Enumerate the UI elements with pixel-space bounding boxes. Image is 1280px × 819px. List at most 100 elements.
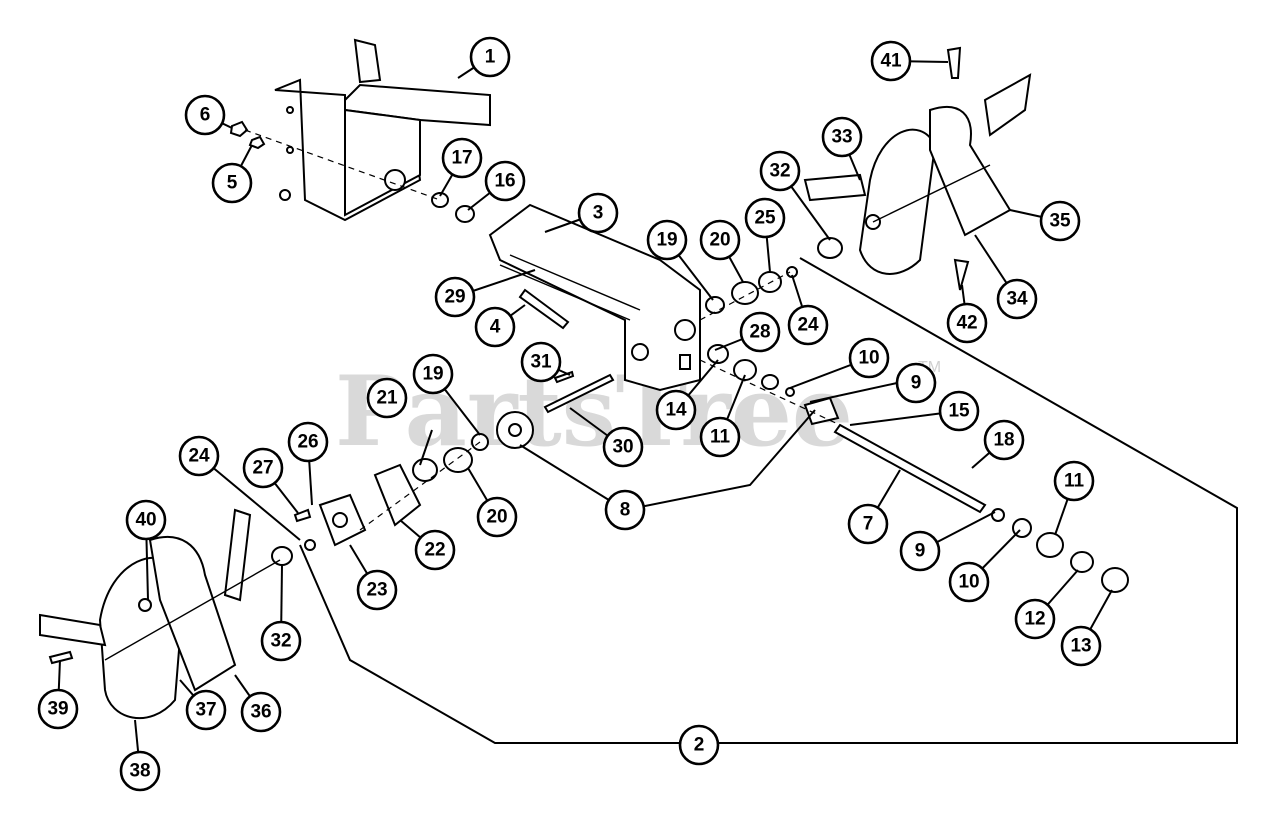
callout-29[interactable]: 29: [434, 276, 476, 318]
callout-9-lower[interactable]: 9: [899, 530, 941, 572]
bushing-drawings: [431, 192, 475, 223]
shaft-30-drawing: [543, 373, 615, 414]
svg-text:24: 24: [797, 315, 819, 336]
svg-text:7: 7: [863, 514, 874, 535]
callout-11-lower[interactable]: 11: [1053, 460, 1095, 502]
svg-text:21: 21: [376, 388, 398, 409]
callout-18[interactable]: 18: [983, 419, 1025, 461]
left-bearing-drawings: [318, 433, 489, 547]
callout-9-upper[interactable]: 9: [895, 362, 937, 404]
callout-26[interactable]: 26: [287, 421, 329, 463]
svg-text:17: 17: [451, 148, 472, 169]
svg-text:6: 6: [200, 105, 211, 126]
svg-text:32: 32: [270, 631, 291, 652]
callout-38[interactable]: 38: [119, 750, 161, 792]
callout-12[interactable]: 12: [1014, 598, 1056, 640]
end-bearing-drawings: [991, 508, 1129, 593]
nut-drawings: [229, 120, 266, 150]
svg-text:19: 19: [422, 364, 443, 385]
svg-text:35: 35: [1049, 211, 1071, 232]
svg-text:30: 30: [612, 437, 633, 458]
callout-28[interactable]: 28: [739, 311, 781, 353]
callout-20-left[interactable]: 20: [476, 496, 518, 538]
svg-text:20: 20: [709, 230, 730, 251]
svg-text:36: 36: [250, 702, 271, 723]
svg-text:23: 23: [366, 580, 387, 601]
svg-text:29: 29: [444, 287, 465, 308]
callout-41[interactable]: 41: [870, 40, 912, 82]
svg-text:9: 9: [915, 541, 926, 562]
callout-39[interactable]: 39: [37, 688, 79, 730]
callout-1[interactable]: 1: [469, 36, 511, 78]
callout-10-lower[interactable]: 10: [948, 561, 990, 603]
callout-10-upper[interactable]: 10: [848, 337, 890, 379]
part-drawings: [39, 38, 1129, 719]
svg-text:32: 32: [769, 161, 790, 182]
svg-text:15: 15: [948, 401, 970, 422]
callout-15[interactable]: 15: [938, 390, 980, 432]
callout-17[interactable]: 17: [441, 137, 483, 179]
svg-text:31: 31: [530, 352, 552, 373]
callout-19-left[interactable]: 19: [412, 353, 454, 395]
callout-23[interactable]: 23: [356, 569, 398, 611]
frame-bracket-drawing: [274, 38, 491, 222]
callout-20-right[interactable]: 20: [699, 219, 741, 261]
callout-3[interactable]: 3: [577, 192, 619, 234]
assembly-lines: [244, 129, 841, 531]
callout-16[interactable]: 16: [484, 160, 526, 202]
svg-text:10: 10: [958, 572, 979, 593]
svg-text:3: 3: [593, 203, 604, 224]
callout-27[interactable]: 27: [242, 447, 284, 489]
svg-text:24: 24: [188, 446, 210, 467]
callout-11-upper[interactable]: 11: [699, 416, 741, 458]
svg-text:2: 2: [694, 735, 705, 756]
svg-text:8: 8: [620, 500, 631, 521]
svg-text:42: 42: [956, 313, 977, 334]
svg-text:4: 4: [490, 317, 501, 338]
svg-text:26: 26: [297, 432, 318, 453]
callout-33[interactable]: 33: [821, 116, 863, 158]
callout-6[interactable]: 6: [184, 94, 226, 136]
callout-37[interactable]: 37: [185, 689, 227, 731]
callout-7[interactable]: 7: [847, 503, 889, 545]
callout-14[interactable]: 14: [655, 389, 697, 431]
callout-5[interactable]: 5: [211, 162, 253, 204]
svg-text:5: 5: [227, 173, 238, 194]
callout-42[interactable]: 42: [946, 302, 988, 344]
svg-text:25: 25: [754, 208, 776, 229]
svg-text:22: 22: [424, 540, 445, 561]
shaft-4-drawing: [518, 288, 570, 330]
callout-2[interactable]: 2: [678, 724, 720, 766]
svg-text:10: 10: [858, 348, 879, 369]
callout-24-left[interactable]: 24: [178, 435, 220, 477]
callout-40[interactable]: 40: [125, 499, 167, 541]
callout-32-right[interactable]: 32: [759, 150, 801, 192]
svg-text:28: 28: [749, 322, 770, 343]
callout-31[interactable]: 31: [520, 341, 562, 383]
svg-text:19: 19: [656, 230, 677, 251]
callout-24-right[interactable]: 24: [787, 304, 829, 346]
svg-text:39: 39: [47, 699, 68, 720]
callout-25[interactable]: 25: [744, 197, 786, 239]
callout-34[interactable]: 34: [996, 278, 1038, 320]
callout-35[interactable]: 35: [1039, 200, 1081, 242]
callout-32-left[interactable]: 32: [260, 620, 302, 662]
svg-text:38: 38: [129, 761, 150, 782]
svg-text:20: 20: [486, 507, 507, 528]
callout-19-right[interactable]: 19: [646, 219, 688, 261]
callout-8[interactable]: 8: [604, 489, 646, 531]
svg-text:12: 12: [1024, 609, 1045, 630]
left-tine-drawing: [39, 508, 293, 719]
callout-36[interactable]: 36: [240, 691, 282, 733]
callout-13[interactable]: 13: [1060, 625, 1102, 667]
right-tine-drawing: [803, 73, 1032, 275]
callout-30[interactable]: 30: [602, 426, 644, 468]
svg-text:9: 9: [911, 373, 922, 394]
axle-drawing: [833, 423, 987, 514]
svg-text:14: 14: [665, 400, 687, 421]
svg-text:11: 11: [710, 427, 731, 448]
callout-4[interactable]: 4: [474, 306, 516, 348]
callout-22[interactable]: 22: [414, 529, 456, 571]
callout-21[interactable]: 21: [366, 377, 408, 419]
